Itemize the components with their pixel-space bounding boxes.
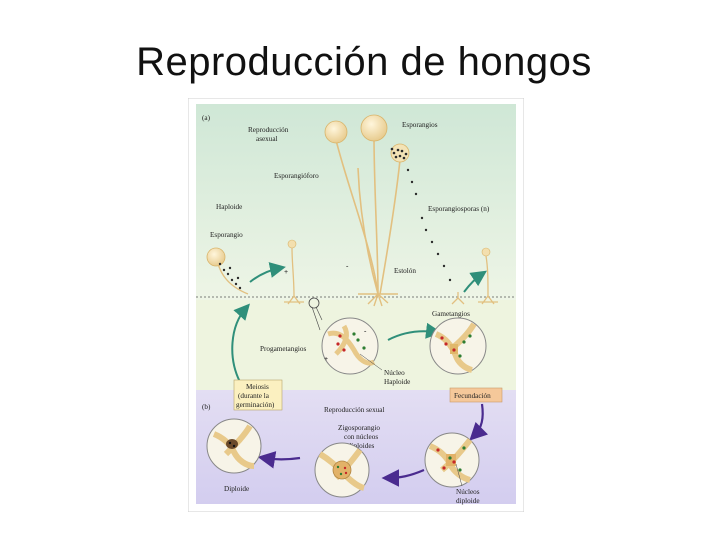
slide-title: Reproducción de hongos bbox=[136, 40, 592, 84]
sporangium-2 bbox=[360, 114, 388, 142]
small-sporangium-right bbox=[481, 247, 491, 257]
small-fungus-right bbox=[478, 255, 498, 305]
haploide-label: Haploide bbox=[216, 203, 242, 211]
arrow-to-diploid bbox=[257, 451, 301, 469]
diagram-svg: (a) (b) Reproducción asexual Esporangios… bbox=[188, 98, 524, 512]
nucleos-label-2: diploide bbox=[456, 497, 480, 505]
spores-in-sporangium bbox=[390, 147, 408, 160]
fecundacion-box bbox=[449, 387, 503, 403]
zoom-source bbox=[308, 297, 320, 309]
fungi-reproduction-diagram: (a) (b) Reproducción asexual Esporangios… bbox=[188, 98, 524, 512]
panel-b-label: (b) bbox=[202, 403, 211, 411]
aerial-zone bbox=[196, 104, 516, 300]
zigosporangio-label-2: con núcleos bbox=[344, 433, 378, 441]
gametangia-circle bbox=[429, 317, 487, 375]
esporangioforo-label: Esporangióforo bbox=[274, 172, 319, 180]
arrow-to-gametangia bbox=[387, 322, 442, 341]
plus-sign-upper: + bbox=[284, 268, 288, 276]
small-sporangium-left bbox=[287, 239, 297, 249]
esporangios-label: Esporangios bbox=[402, 121, 438, 129]
nucleo-label-1: Núcleo bbox=[384, 369, 405, 377]
germinating-spore-right bbox=[451, 292, 465, 305]
nucleos-label-1: Núcleos bbox=[456, 488, 480, 496]
arrow-germination bbox=[249, 262, 286, 283]
minus-sign-lower: - bbox=[364, 327, 367, 335]
nucleo-label-2: Haploide bbox=[384, 378, 410, 386]
meiosis-label-2: (durante la bbox=[238, 392, 270, 400]
esporangiosporas-label: Esporangiosporas (n) bbox=[428, 205, 490, 213]
panel-a-label: (a) bbox=[202, 114, 211, 122]
small-fungus-left bbox=[284, 247, 304, 305]
sporangiophores bbox=[335, 135, 401, 295]
estolon-label: Estolón bbox=[394, 267, 416, 275]
released-spores bbox=[406, 168, 452, 282]
meiosis-box bbox=[233, 379, 283, 411]
arrow-fecundacion bbox=[469, 403, 488, 441]
gametangios-label: Gametangios bbox=[432, 310, 470, 318]
zigosporangio-label-3: diploides bbox=[348, 442, 375, 450]
fusion-circle bbox=[424, 432, 480, 488]
sporangium-1 bbox=[324, 120, 348, 144]
arrow-germination-right bbox=[463, 270, 487, 293]
arrow-to-zygosporangium bbox=[381, 468, 425, 487]
rhizoids-main bbox=[358, 293, 398, 307]
meiosis-label-1: Meiosis bbox=[246, 383, 269, 391]
zigosporangio-label-1: Zigosporangio bbox=[338, 424, 380, 432]
arrow-meiosis-up bbox=[231, 303, 250, 383]
left-sporangium bbox=[206, 247, 226, 267]
meiosis-label-3: germinación) bbox=[236, 401, 275, 409]
reproduccion-sexual-label: Reproducción sexual bbox=[324, 406, 384, 414]
progametangia-circle bbox=[321, 317, 379, 375]
fecundacion-label: Fecundación bbox=[454, 392, 491, 400]
esporangio-label: Esporangio bbox=[210, 231, 243, 239]
left-spores bbox=[218, 262, 242, 290]
progametangios-label: Progametangios bbox=[260, 345, 307, 353]
diploid-circle bbox=[206, 418, 262, 474]
minus-sign-upper: - bbox=[346, 262, 349, 270]
plus-sign-lower: + bbox=[324, 355, 328, 363]
diploide-label: Diploide bbox=[224, 485, 249, 493]
zygosporangium-circle bbox=[314, 442, 370, 498]
reproduccion-asexual-label-2: asexual bbox=[256, 135, 278, 143]
reproduccion-asexual-label-1: Reproducción bbox=[248, 126, 289, 134]
